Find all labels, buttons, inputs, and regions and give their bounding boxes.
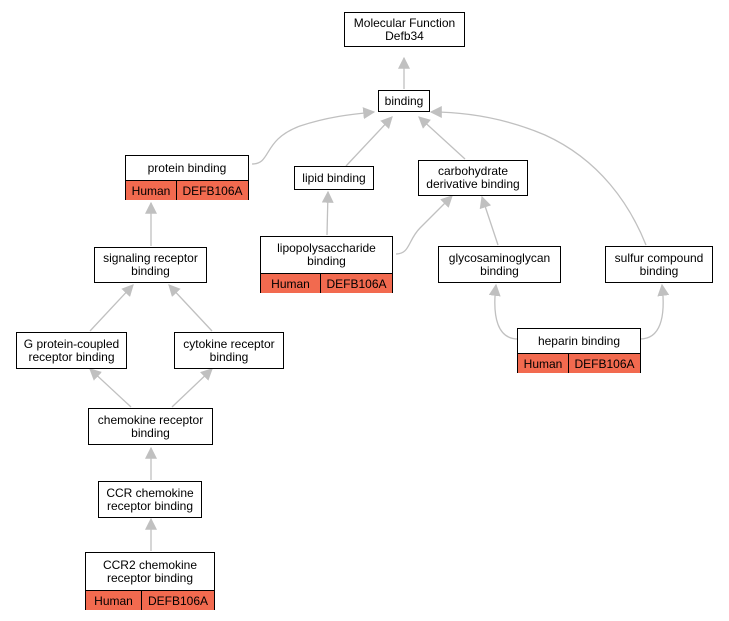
node-label-line2: Defb34 — [385, 28, 424, 43]
node-label-line2: binding — [307, 254, 346, 268]
node-protein-binding[interactable]: protein binding Human DEFB106A — [125, 155, 249, 200]
node-label-line2: binding — [131, 425, 170, 440]
species-cell: Human — [126, 181, 177, 200]
edge-chemokine-to-cytokine — [171, 368, 213, 408]
node-label-line1: sulfur compound — [614, 250, 704, 265]
species-cell: Human — [518, 354, 569, 373]
edge-protein-to-binding — [251, 107, 376, 165]
edge-chemokine-to-gpcr — [89, 368, 132, 408]
node-label-line1: binding — [384, 93, 424, 108]
node-lipid-binding[interactable]: lipid binding — [294, 166, 374, 190]
gene-cell: DEFB106A — [574, 356, 635, 371]
node-label-line1: protein binding — [147, 160, 227, 175]
edge-lipid-to-binding — [345, 116, 393, 167]
node-label-line1: glycosaminoglycan — [448, 250, 551, 265]
node-label-line1: CCR2 chemokine — [102, 557, 198, 572]
edge-heparin-to-sulfur — [639, 283, 670, 340]
node-heparin-binding[interactable]: heparin binding Human DEFB106A — [517, 328, 641, 373]
edge-lps-to-carb — [395, 195, 453, 255]
annotation-row: Human DEFB106A — [518, 353, 640, 373]
node-label-line2: binding — [131, 264, 170, 278]
node-label-line2: receptor binding — [28, 349, 115, 364]
annotation-row: Human DEFB106A — [126, 180, 248, 200]
node-label-line2: receptor binding — [106, 570, 194, 585]
node-label-line1: Molecular Function — [353, 15, 456, 30]
edge-heparin-to-gag — [488, 283, 519, 340]
annotation-row: Human DEFB106A — [86, 590, 214, 610]
edge-carb-to-binding — [418, 116, 466, 160]
node-label-line1: lipid binding — [302, 170, 366, 185]
edge-sulfur-to-binding — [429, 106, 647, 246]
node-label-line1: cytokine receptor — [183, 336, 275, 351]
edge-gag-to-carb — [479, 195, 499, 246]
node-label-line1: signaling receptor — [103, 251, 198, 265]
gene-cell: DEFB106A — [147, 593, 209, 608]
node-binding[interactable]: binding — [378, 90, 430, 112]
node-label-line2: receptor binding — [106, 498, 194, 513]
node-label-line2: binding — [209, 349, 249, 364]
edge-cytokine-to-signaling — [168, 284, 213, 332]
node-label-line2: derivative binding — [426, 177, 520, 191]
gene-cell: DEFB106A — [182, 183, 243, 198]
node-label-line1: chemokine receptor — [97, 412, 204, 427]
node-label-line2: binding — [480, 263, 519, 278]
edge-gpcr-to-signaling — [89, 284, 134, 332]
species-cell: Human — [86, 591, 142, 610]
edge-lps-to-lipid — [321, 190, 334, 236]
annotation-row: Human DEFB106A — [261, 273, 392, 293]
node-label-line1: lipopolysaccharide — [277, 241, 376, 255]
node-label-line2: binding — [639, 263, 679, 278]
node-label-line1: heparin binding — [537, 333, 621, 348]
species-cell: Human — [261, 274, 321, 293]
gene-cell: DEFB106A — [326, 276, 387, 291]
node-label-line1: carbohydrate — [437, 164, 509, 178]
node-label-line1: G protein-coupled — [23, 336, 120, 351]
node-label-line1: CCR chemokine — [106, 485, 194, 500]
